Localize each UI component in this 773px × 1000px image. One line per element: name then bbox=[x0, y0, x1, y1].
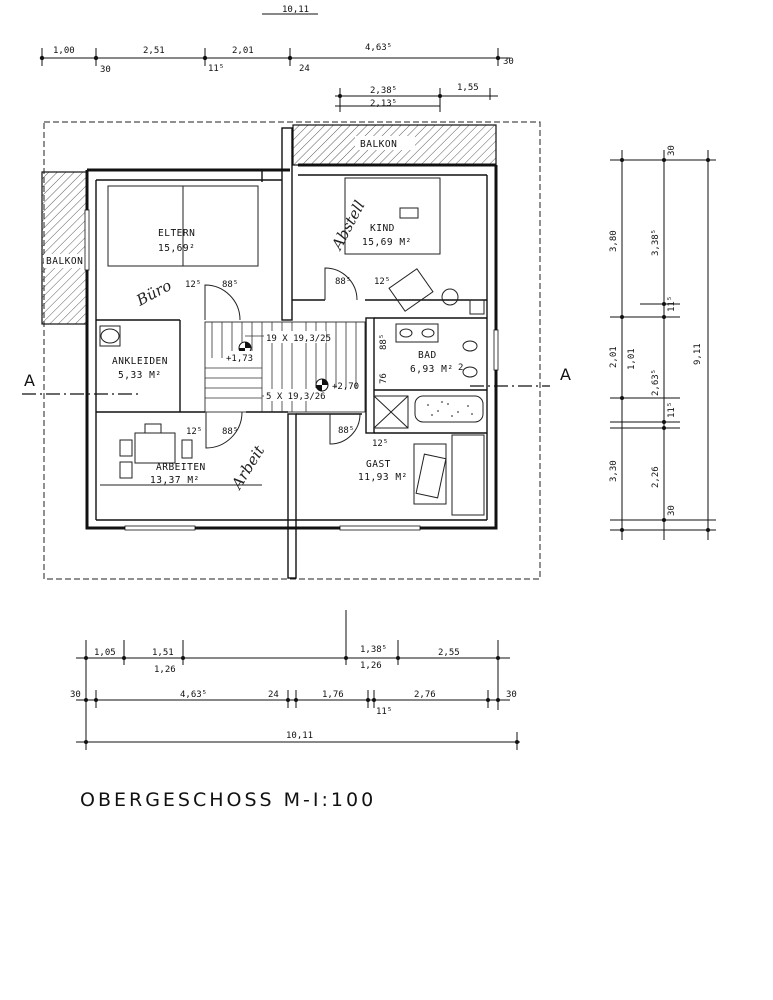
bottom-dim-row2-3: 24 bbox=[268, 690, 279, 700]
bad-name: BAD bbox=[418, 350, 437, 361]
right-dimensions: 3,80 2,01 3,30 3,38⁵ 1,01 2,63⁵ 2,26 30 … bbox=[609, 145, 716, 540]
room-arbeiten: ARBEITEN 13,37 M² Arbeit 12⁵ 88⁵ bbox=[100, 411, 269, 494]
handwritten-buero: Büro bbox=[133, 276, 175, 310]
room-kind: KIND 15,69 M² Abstell 88⁵ 12⁵ bbox=[324, 177, 485, 315]
bottom-dim-row2-6: 30 bbox=[506, 690, 517, 700]
section-marker-left: A bbox=[24, 371, 35, 390]
right-dim-outer-2: 2,01 bbox=[609, 346, 619, 368]
windows bbox=[84, 209, 499, 531]
balcony-left: BALKON bbox=[41, 171, 88, 325]
top-dim-small-4: 30 bbox=[503, 57, 514, 67]
right-dim-small-2: 11⁵ bbox=[667, 296, 677, 312]
kind-door-a: 88⁵ bbox=[335, 277, 351, 287]
room-gast: GAST 11,93 M² 88⁵ 12⁵ bbox=[329, 413, 485, 516]
top-dimension-row1: 1,00 2,51 2,01 4,63⁵ 30 11⁵ 24 30 bbox=[39, 43, 514, 75]
bottom-dim-1b-b: 1,26 bbox=[360, 661, 382, 671]
top-dim-row2-a: 2,38⁵ bbox=[370, 86, 397, 96]
right-dim-small-3: 11⁵ bbox=[667, 402, 677, 418]
right-dim-outer-3: 3,30 bbox=[609, 460, 619, 482]
bottom-dim-3: 1,38⁵ bbox=[360, 645, 387, 655]
bottom-dim-1b-a: 1,26 bbox=[154, 665, 176, 675]
plan-title: OBERGESCHOSS M-I:100 bbox=[80, 789, 376, 811]
top-dim-4: 4,63⁵ bbox=[365, 43, 392, 53]
bad-area: 6,93 M² bbox=[410, 364, 454, 375]
arbeiten-door-b: 88⁵ bbox=[222, 427, 238, 437]
arbeiten-name: ARBEITEN bbox=[156, 462, 206, 473]
right-dim-small-1: 30 bbox=[667, 145, 677, 156]
gast-area: 11,93 M² bbox=[358, 472, 408, 483]
top-dim-row3-a: 2,13⁵ bbox=[370, 99, 397, 109]
eltern-area: 15,69² bbox=[158, 243, 195, 254]
roof-outline bbox=[43, 121, 541, 580]
eltern-door-b: 88⁵ bbox=[222, 280, 238, 290]
right-dim-middle-2: 1,01 bbox=[627, 348, 637, 370]
stair-upper-label: 19 X 19,3/25 bbox=[266, 334, 331, 344]
right-dim-middle-1: 3,38⁵ bbox=[651, 229, 661, 256]
staircase: 19 X 19,3/25 5 X 19,3/26 bbox=[204, 321, 366, 413]
top-dim-small-2: 11⁵ bbox=[208, 64, 224, 74]
bottom-dim-row2-small: 11⁵ bbox=[376, 707, 392, 717]
level-marker-upper: +1,73 bbox=[224, 341, 254, 364]
right-dim-small-4: 30 bbox=[667, 505, 677, 516]
bottom-dim-row2-1: 30 bbox=[70, 690, 81, 700]
section-marker-right: A bbox=[560, 365, 571, 384]
section-line: A A bbox=[22, 365, 571, 395]
kind-name: KIND bbox=[370, 223, 395, 234]
top-dim-1: 1,00 bbox=[53, 46, 75, 56]
ankleiden-area: 5,33 M² bbox=[118, 370, 162, 381]
top-dimension-overall: 10,11 bbox=[262, 5, 318, 15]
balcony-top: BALKON bbox=[292, 124, 497, 166]
gast-door-b: 12⁵ bbox=[372, 439, 388, 449]
bottom-dim-row2-2: 4,63⁵ bbox=[180, 690, 207, 700]
top-overall-label: 10,11 bbox=[282, 5, 309, 15]
ankleiden-name: ANKLEIDEN bbox=[112, 356, 168, 367]
top-dim-3: 2,01 bbox=[232, 46, 254, 56]
top-dim-small-1: 30 bbox=[100, 65, 111, 75]
right-dim-overall: 9,11 bbox=[693, 343, 703, 365]
top-dim-small-3: 24 bbox=[299, 64, 310, 74]
gast-door-a: 88⁵ bbox=[338, 426, 354, 436]
arbeiten-door-a: 12⁵ bbox=[186, 427, 202, 437]
bad-door-a: 88⁵ bbox=[379, 334, 389, 350]
bottom-dim-overall: 10,11 bbox=[286, 731, 313, 741]
right-dim-middle-4: 2,26 bbox=[651, 466, 661, 488]
right-dim-middle-3: 2,63⁵ bbox=[651, 369, 661, 396]
top-dimension-row2: 2,38⁵ 1,55 2,13⁵ bbox=[335, 83, 498, 112]
room-bad: BAD 6,93 M² 88⁵ 76 2 bbox=[373, 323, 484, 429]
eltern-name: ELTERN bbox=[158, 228, 195, 239]
kind-door-b: 12⁵ bbox=[374, 277, 390, 287]
bottom-dim-row2-5: 2,76 bbox=[414, 690, 436, 700]
balcony-top-label: BALKON bbox=[360, 139, 397, 150]
balcony-left-label: BALKON bbox=[46, 256, 83, 267]
bottom-dim-4: 2,55 bbox=[438, 648, 460, 658]
eltern-door-a: 12⁵ bbox=[185, 280, 201, 290]
room-eltern: ELTERN 15,69² Büro 12⁵ 88⁵ bbox=[107, 185, 259, 321]
top-dim-row2-b: 1,55 bbox=[457, 83, 479, 93]
bottom-dim-1: 1,05 bbox=[94, 648, 116, 658]
room-ankleiden: ANKLEIDEN 5,33 M² bbox=[99, 325, 168, 381]
bad-door-b: 76 bbox=[379, 373, 389, 384]
top-dim-2: 2,51 bbox=[143, 46, 165, 56]
level-middle-label: +2,70 bbox=[332, 382, 359, 392]
level-upper-label: +1,73 bbox=[226, 354, 253, 364]
arbeiten-area: 13,37 M² bbox=[150, 475, 200, 486]
bad-door-c: 2 bbox=[458, 363, 463, 373]
bottom-dimensions: 1,05 1,51 1,38⁵ 2,55 1,26 1,26 30 4,63⁵ … bbox=[70, 610, 520, 750]
bottom-dim-row2-4: 1,76 bbox=[322, 690, 344, 700]
kind-area: 15,69 M² bbox=[362, 237, 412, 248]
gast-name: GAST bbox=[366, 459, 391, 470]
handwritten-arbeit: Arbeit bbox=[227, 442, 269, 494]
level-marker-middle: +2,70 bbox=[315, 378, 359, 392]
stair-lower-label: 5 X 19,3/26 bbox=[266, 392, 326, 402]
bottom-dim-2: 1,51 bbox=[152, 648, 174, 658]
right-dim-outer-1: 3,80 bbox=[609, 230, 619, 252]
